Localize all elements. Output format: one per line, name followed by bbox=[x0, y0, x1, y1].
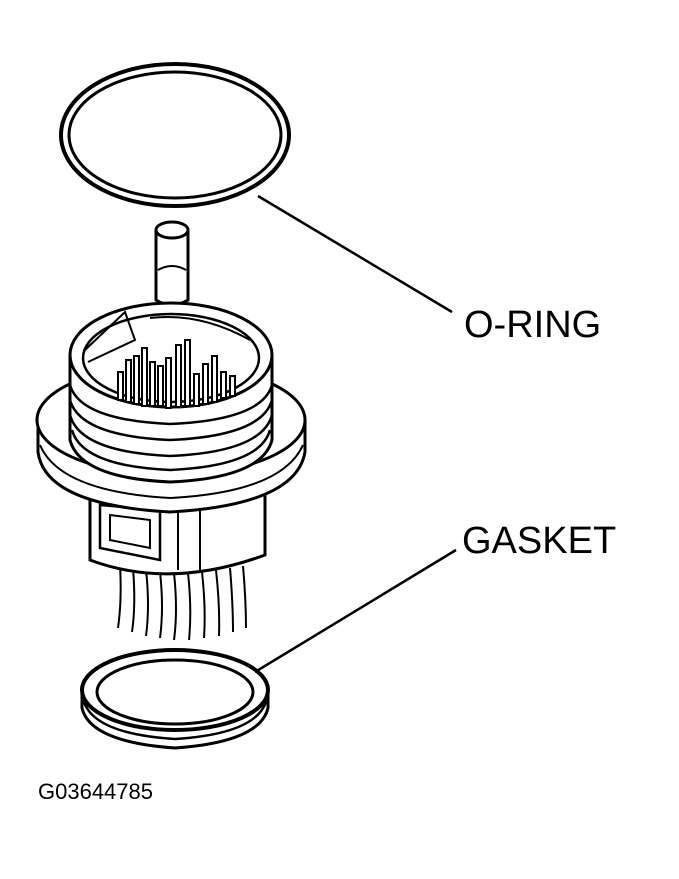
o-ring bbox=[59, 62, 291, 208]
gasket-label: GASKET bbox=[462, 520, 616, 562]
oring-leader-line bbox=[257, 194, 453, 314]
leader-lines bbox=[254, 194, 457, 674]
guide-pin bbox=[154, 220, 190, 307]
wire-bundle bbox=[117, 564, 247, 641]
gasket-leader-line bbox=[254, 548, 457, 674]
gasket bbox=[80, 648, 270, 750]
connector-pins bbox=[117, 339, 236, 409]
figure-code: G03644785 bbox=[38, 779, 153, 804]
oring-label: O-RING bbox=[464, 304, 601, 346]
